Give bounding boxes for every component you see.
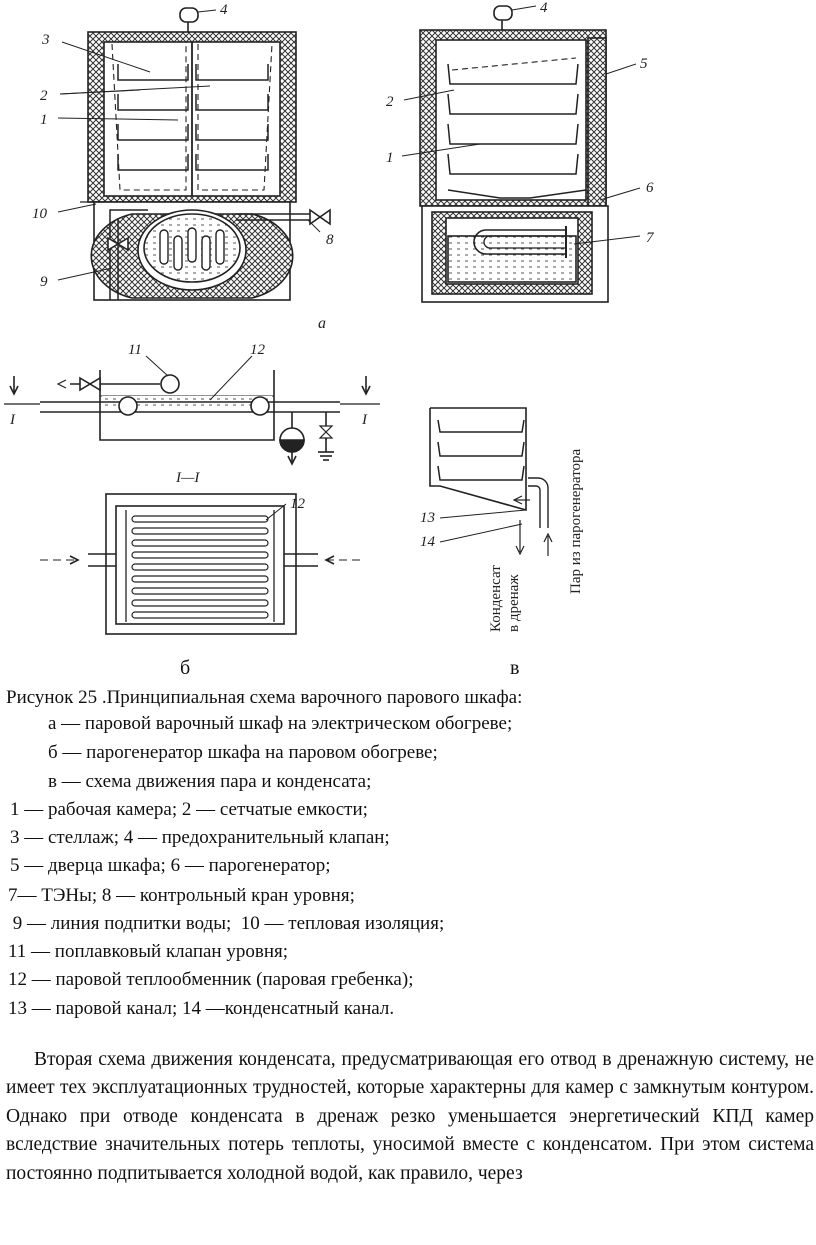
coil-tube (131, 539, 269, 547)
coil-tube (131, 599, 269, 607)
caption-line: 5 — дверца шкафа; 6 — парогенератор; (10, 855, 331, 876)
section-view (40, 493, 364, 635)
steam-line: Пар из парогенератора (568, 448, 584, 594)
caption-line: а — паровой варочный шкаф на электрическ… (48, 713, 513, 734)
coil-tube (131, 611, 269, 619)
callout-tr-1: 1 (386, 150, 394, 166)
condensate-label: Конденсат в дренаж (488, 565, 522, 632)
diagram-a (80, 7, 331, 301)
condensate-line-1: Конденсат (488, 565, 504, 632)
coil-tube (131, 563, 269, 571)
caption-line: 3 — стеллаж; 4 — предохранительный клапа… (10, 827, 390, 848)
caption-line: 9 — линия подпитки воды; 10 — тепловая и… (8, 913, 445, 934)
callout-a-8: 8 (326, 232, 334, 248)
section-title: I—I (175, 470, 200, 486)
callout-v-13: 13 (420, 510, 435, 526)
callout-tr-2: 2 (386, 94, 394, 110)
body-paragraph: Вторая схема движения конденсата, предус… (6, 1049, 814, 1184)
coil-tube (131, 551, 269, 559)
coil-tube (131, 575, 269, 583)
steam-label: Пар из парогенератора (568, 448, 584, 594)
diagram-a-callouts (57, 9, 321, 281)
caption-line: 7— ТЭНы; 8 — контрольный кран уровня; (8, 885, 355, 906)
panel-letter-b: б (180, 657, 191, 679)
diagram-top-right-callouts (401, 5, 641, 245)
caption-line: 12 — паровой теплообменник (паровая греб… (8, 969, 414, 990)
diagram-b-callouts (145, 355, 253, 401)
callout-v-14: 14 (420, 534, 436, 550)
diagram-v (429, 407, 553, 556)
panel-letter-v: в (510, 657, 520, 679)
callout-line-12b (265, 503, 287, 521)
callout-b-12-section: 12 (290, 496, 306, 512)
callout-a-9: 9 (40, 274, 48, 290)
diagram-v-callouts (439, 509, 527, 543)
callout-a-2: 2 (40, 88, 48, 104)
caption-title: Рисунок 25 .Принципиальная схема варочно… (6, 687, 523, 708)
caption-line: 11 — поплавковый клапан уровня; (8, 941, 289, 962)
caption-line: 1 — рабочая камера; 2 — сетчатые емкости… (10, 799, 368, 820)
section-mark-left: I (9, 412, 16, 428)
callout-tr-7: 7 (646, 230, 655, 246)
figure-diagram: 4 3 2 1 10 8 9 а 4 5 (4, 0, 655, 635)
callout-tr-6: 6 (646, 180, 654, 196)
caption-line: б — парогенератор шкафа на паровом обогр… (48, 742, 438, 763)
diagram-b (4, 370, 380, 466)
callout-a-3: 3 (41, 32, 50, 48)
caption-line: 13 — паровой канал; 14 —конденсатный кан… (8, 998, 395, 1019)
coil-tube (131, 587, 269, 595)
diagram-top-right (419, 5, 609, 303)
callout-tr-4: 4 (540, 0, 548, 16)
callout-b-11: 11 (128, 342, 142, 358)
caption-line: в — схема движения пара и конденсата; (48, 771, 372, 792)
callout-a-4: 4 (220, 2, 228, 18)
callout-a-10: 10 (32, 206, 48, 222)
coil-tube (131, 527, 269, 535)
subfigure-letter-a: а (318, 315, 326, 332)
callout-tr-5: 5 (640, 56, 648, 72)
callout-a-1: 1 (40, 112, 48, 128)
section-mark-right: I (361, 412, 368, 428)
condensate-line-2: в дренаж (506, 574, 522, 632)
callout-b-12: 12 (250, 342, 266, 358)
